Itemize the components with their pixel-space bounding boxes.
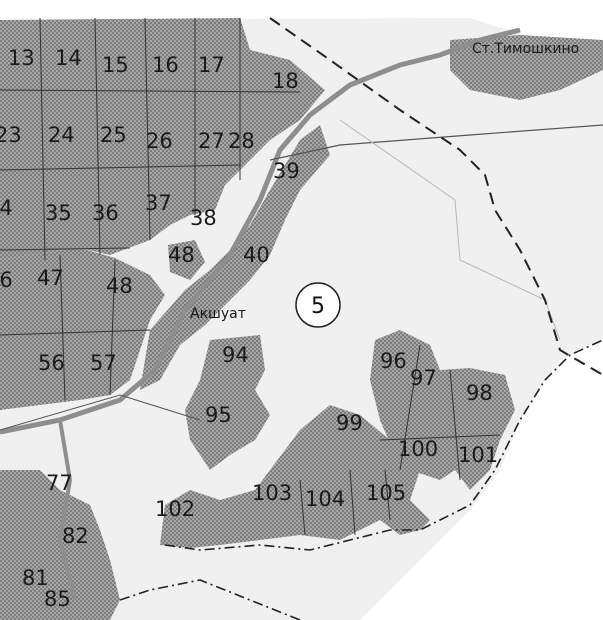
village-label-timoshkino: Ст.Тимошкино: [472, 41, 579, 57]
forest-block-west: [0, 248, 165, 410]
village-label-akshuat: Акшуат: [190, 306, 246, 322]
quarter-23: 23: [0, 123, 22, 147]
quarter-28: 28: [228, 129, 255, 153]
quarter-105: 105: [366, 481, 406, 505]
quarter-98: 98: [466, 381, 493, 405]
quarter-16: 16: [152, 53, 179, 77]
district-boundary-dashed: [269, 17, 603, 376]
quarter-38: 38: [190, 206, 217, 230]
quarter-14: 14: [55, 46, 82, 70]
quarter-81: 81: [22, 566, 49, 590]
outside-region: [360, 340, 603, 620]
quarter-48: 48: [106, 274, 133, 298]
district-boundary-dashdot: [164, 339, 603, 551]
quarter-34: 34: [0, 196, 13, 220]
river: [0, 27, 521, 435]
forest-block-96-101: [370, 330, 515, 490]
river-branch: [57, 419, 77, 601]
quarter-46: 46: [0, 268, 13, 292]
quarter-57: 57: [90, 351, 117, 375]
quarter-48-small: 48: [168, 243, 195, 267]
quarter-77: 77: [46, 471, 73, 495]
district-boundary-south: [119, 579, 301, 620]
forest-block-northeast: [450, 35, 603, 100]
quarter-17: 17: [198, 53, 225, 77]
white-outside-top: [470, 0, 603, 40]
quarter-94: 94: [222, 343, 249, 367]
quarter-25: 25: [100, 123, 127, 147]
quarter-labels: 13 14 15 16 17 18 23 24 25 26 27 28 39 3…: [0, 46, 498, 611]
quarter-96: 96: [380, 349, 407, 373]
forest-block-south: [160, 405, 430, 548]
quarter-100: 100: [398, 437, 438, 461]
quarter-39: 39: [273, 159, 300, 183]
quarter-103: 103: [252, 481, 292, 505]
quarter-85: 85: [44, 587, 71, 611]
zone-circle: [295, 282, 341, 328]
quarter-26: 26: [146, 129, 173, 153]
quarter-95: 95: [205, 403, 232, 427]
quarter-40: 40: [243, 243, 270, 267]
quarter-82: 82: [62, 524, 89, 548]
quarter-56: 56: [38, 351, 65, 375]
quarter-35: 35: [45, 201, 72, 225]
quarter-grid: [0, 17, 501, 536]
quarter-47: 47: [37, 266, 64, 290]
road-3: [0, 394, 201, 431]
forest-river-strip: [140, 125, 330, 390]
road: [269, 124, 603, 161]
quarter-97: 97: [410, 366, 437, 390]
quarter-99: 99: [336, 411, 363, 435]
quarter-13: 13: [8, 46, 35, 70]
quarter-104: 104: [305, 487, 345, 511]
quarter-27: 27: [198, 129, 225, 153]
forest-block-94-95: [185, 335, 270, 470]
quarter-101: 101: [458, 443, 498, 467]
quarter-102: 102: [155, 497, 195, 521]
quarter-36: 36: [92, 201, 119, 225]
forest-quarter-48-small: [168, 240, 205, 280]
quarter-37: 37: [145, 191, 172, 215]
quarter-18: 18: [272, 69, 299, 93]
quarter-24: 24: [48, 123, 75, 147]
forest-block-northwest: [0, 18, 325, 260]
quarter-15: 15: [102, 53, 129, 77]
zone-number: 5: [311, 294, 325, 319]
